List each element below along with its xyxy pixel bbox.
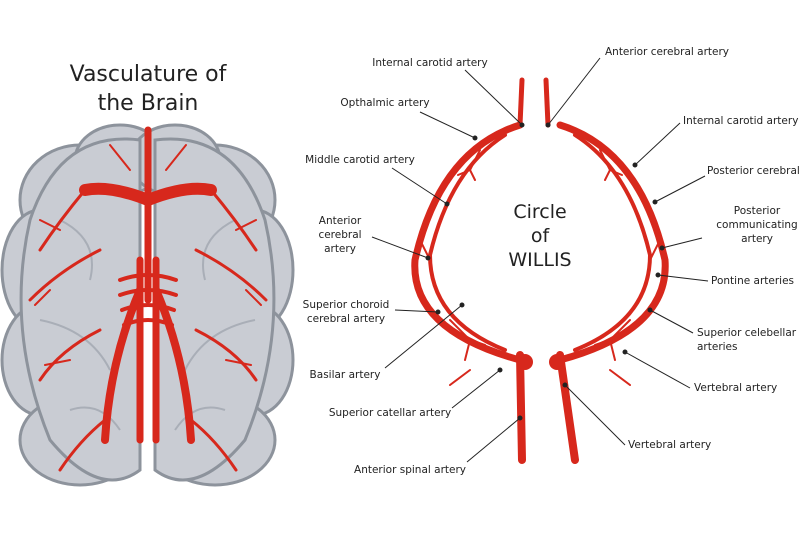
label-line: arteries [697,341,738,353]
label-line: artery [324,243,356,255]
title-line-2: the Brain [97,91,199,116]
label-line: Anterior [318,215,362,227]
label-basilar: Basilar artery [309,369,381,381]
circle-title-line-3: WILLIS [508,249,572,271]
label-vertebral-1: Vertebral artery [694,382,778,394]
label-line: artery [741,233,773,245]
label-posterior-cerebral: Posterior cerebral [707,165,800,177]
label-line: Superior choroid [302,299,390,311]
label-superior-celebellar: Superior celebellar arteries [697,326,796,354]
label-line: communicating [716,219,798,231]
label-line: cerebral [318,229,362,241]
leader-lines [371,57,709,463]
diagram-title: Vasculature of the Brain [70,60,227,118]
brain-illustration [0,123,295,487]
circle-of-willis-illustration [411,77,669,464]
label-superior-catellar: Superior catellar artery [328,407,452,419]
circle-title-line-1: Circle [513,201,567,223]
label-line: cerebral artery [306,313,386,325]
label-internal-carotid-left: Internal carotid artery [372,57,488,69]
title-line-1: Vasculature of [69,62,227,87]
label-vertebral-2: Vertebral artery [628,439,712,451]
label-posterior-communicating: Posterior communicating artery [716,204,797,246]
label-pontine: Pontine arteries [711,275,795,287]
label-internal-carotid-right: Internal carotid artery [683,115,799,127]
label-superior-choroid: Superior choroid cerebral artery [303,298,390,326]
label-anterior-cerebral-left: Anterior cerebral artery [318,214,361,256]
label-anterior-cerebral-right: Anterior cerebral artery [604,46,730,58]
circle-of-willis-title: Circle of WILLIS [508,200,571,272]
label-line: Posterior [733,205,781,217]
label-opthalmic: Opthalmic artery [340,97,430,109]
label-anterior-spinal: Anterior spinal artery [354,464,466,476]
label-middle-carotid: Middle carotid artery [305,154,415,166]
label-line: Superior celebellar [697,327,797,339]
circle-title-line-2: of [530,225,550,247]
